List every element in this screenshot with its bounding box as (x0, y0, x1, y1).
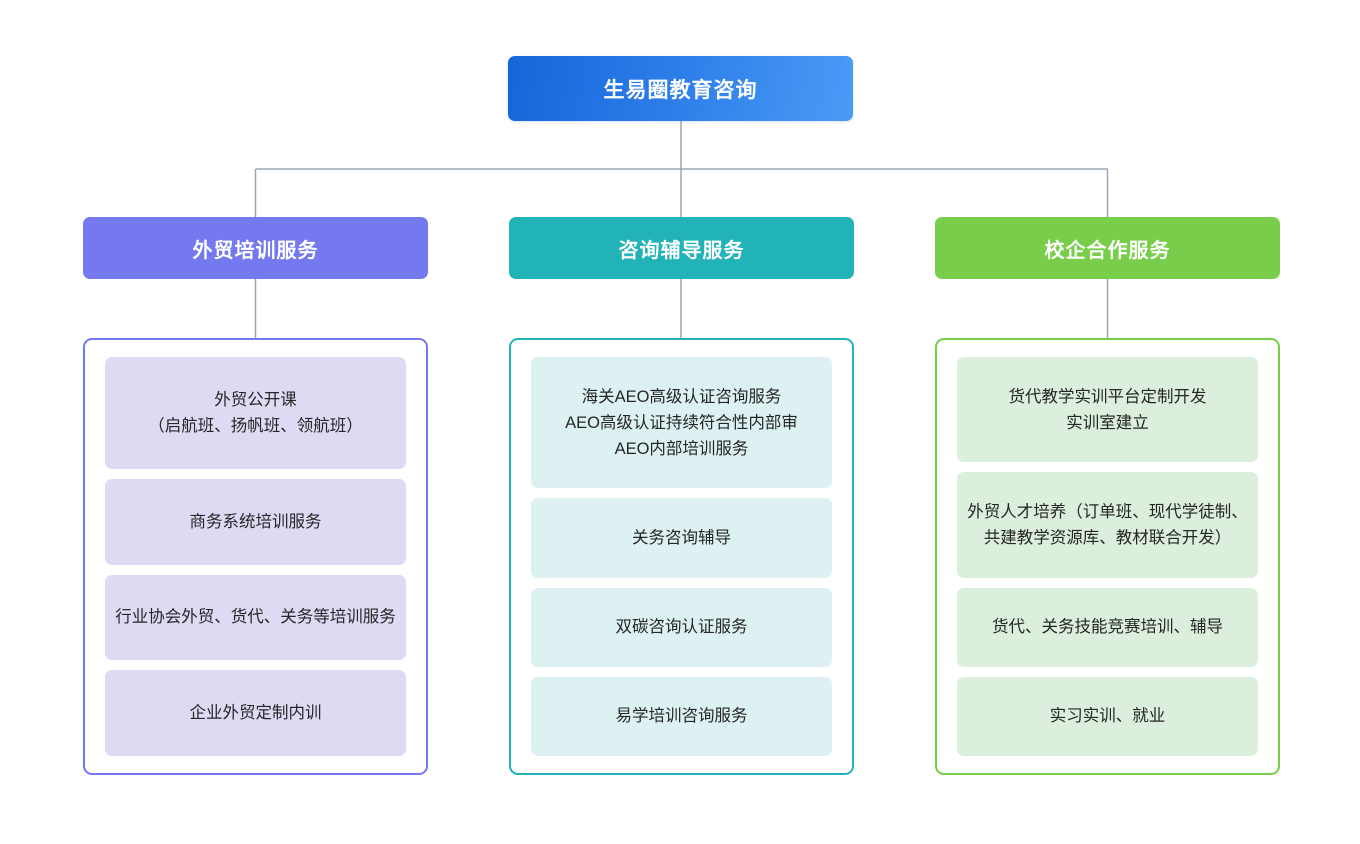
service-item[interactable]: 货代教学实训平台定制开发 实训室建立 (957, 357, 1258, 463)
column-header-label: 外贸培训服务 (192, 239, 319, 262)
service-item[interactable]: 外贸公开课 （启航班、扬帆班、领航班） (105, 357, 406, 469)
service-item[interactable]: 海关AEO高级认证咨询服务 AEO高级认证持续符合性内部审 AEO内部培训服务 (531, 357, 832, 489)
root-node[interactable]: 生易圈教育咨询 (508, 56, 853, 121)
column-panel-school-enterprise: 货代教学实训平台定制开发 实训室建立 外贸人才培养（订单班、现代学徒制、共建教学… (935, 338, 1280, 775)
column-header-school-enterprise[interactable]: 校企合作服务 (935, 217, 1280, 279)
service-item[interactable]: 企业外贸定制内训 (105, 670, 406, 756)
service-item[interactable]: 商务系统培训服务 (105, 478, 406, 565)
service-item[interactable]: 货代、关务技能竞赛培训、辅导 (957, 587, 1258, 667)
column-header-label: 校企合作服务 (1044, 239, 1171, 262)
column-header-outer-trade-training[interactable]: 外贸培训服务 (83, 217, 428, 279)
column-panel-outer-trade-training: 外贸公开课 （启航班、扬帆班、领航班） 商务系统培训服务 行业协会外贸、货代、关… (83, 338, 428, 775)
service-item[interactable]: 行业协会外贸、货代、关务等培训服务 (105, 574, 406, 661)
service-item[interactable]: 易学培训咨询服务 (531, 676, 832, 756)
service-item[interactable]: 双碳咨询认证服务 (531, 587, 832, 667)
root-node-label: 生易圈教育咨询 (603, 78, 758, 102)
service-item[interactable]: 外贸人才培养（订单班、现代学徒制、共建教学资源库、教材联合开发） (957, 472, 1258, 578)
column-header-label: 咨询辅导服务 (618, 239, 745, 262)
service-item[interactable]: 关务咨询辅导 (531, 498, 832, 578)
column-header-consulting-guidance[interactable]: 咨询辅导服务 (509, 217, 854, 279)
service-item[interactable]: 实习实训、就业 (957, 676, 1258, 756)
column-panel-consulting-guidance: 海关AEO高级认证咨询服务 AEO高级认证持续符合性内部审 AEO内部培训服务 … (509, 338, 854, 775)
